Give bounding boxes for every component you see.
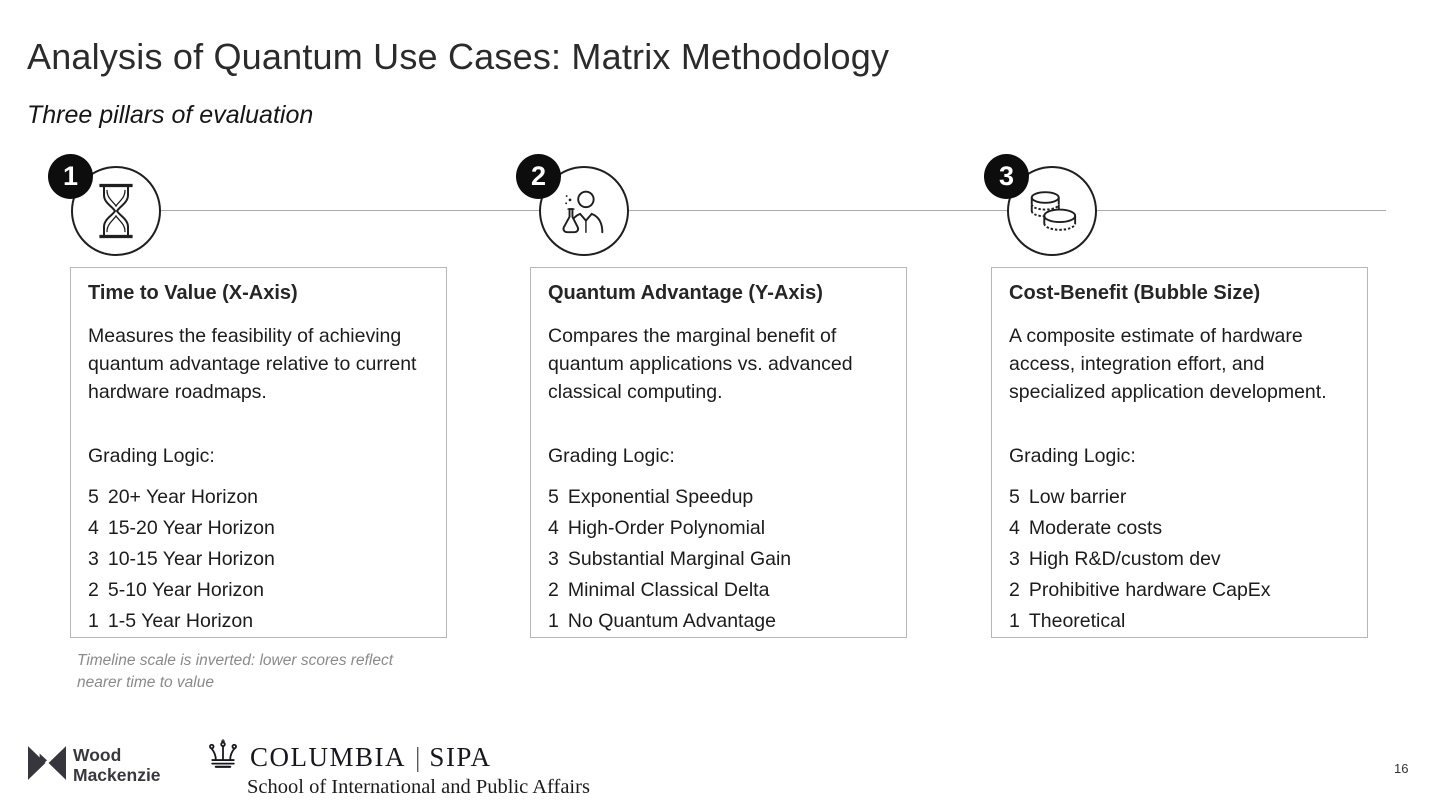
page-subtitle: Three pillars of evaluation xyxy=(27,101,314,129)
grading-score: 4 xyxy=(88,517,99,539)
grading-label: No Quantum Advantage xyxy=(567,610,776,632)
grading-item: 5 Exponential Speedup xyxy=(548,482,890,513)
grading-item: 5 20+ Year Horizon xyxy=(88,482,430,513)
pillar-1-head: 1 xyxy=(48,154,161,256)
grading-item: 2 5-10 Year Horizon xyxy=(88,575,430,606)
grading-item: 3 Substantial Marginal Gain xyxy=(548,544,890,575)
grading-logic-heading: Grading Logic: xyxy=(88,445,215,467)
grading-item: 2 Prohibitive hardware CapEx xyxy=(1009,575,1351,606)
grading-list: 5 Exponential Speedup 4 High-Order Polynomi… xyxy=(548,482,890,637)
sipa-wordmark: SIPA xyxy=(429,742,492,772)
columbia-sipa-divider: | xyxy=(415,742,421,772)
grading-score: 3 xyxy=(88,548,99,570)
grading-label: 15-20 Year Horizon xyxy=(107,517,275,539)
grading-label: 1-5 Year Horizon xyxy=(107,610,254,632)
pillar-heading: Cost-Benefit (Bubble Size) xyxy=(1009,282,1261,304)
grading-list: 5 Low barrier 4 Moderate costs 3 High R&D/cus… xyxy=(1009,482,1351,637)
pillar-card-quantum-advantage: Quantum Advantage (Y-Axis) Compares the … xyxy=(530,267,907,638)
page-title: Analysis of Quantum Use Cases: Matrix Me… xyxy=(27,36,890,77)
grading-score: 5 xyxy=(88,486,99,508)
grading-score: 4 xyxy=(548,517,559,539)
pillar-3-number-badge: 3 xyxy=(984,154,1029,199)
woodmac-word-2: Mackenzie xyxy=(73,765,161,785)
grading-label: 10-15 Year Horizon xyxy=(107,548,275,570)
grading-logic-heading: Grading Logic: xyxy=(548,445,675,467)
woodmac-logo-mark-icon xyxy=(28,743,66,785)
grading-score: 2 xyxy=(88,579,99,601)
pillar-heading: Quantum Advantage (Y-Axis) xyxy=(548,282,823,304)
grading-item: 2 Minimal Classical Delta xyxy=(548,575,890,606)
grading-score: 3 xyxy=(1009,548,1020,570)
woodmac-logo: Wood Mackenzie xyxy=(28,743,161,785)
grading-logic-heading: Grading Logic: xyxy=(1009,445,1136,467)
pillar-description: Compares the marginal benefit of quantum… xyxy=(548,325,853,403)
grading-score: 3 xyxy=(548,548,559,570)
pillar-2-number: 2 xyxy=(530,161,547,191)
grading-list: 5 20+ Year Horizon 4 15-20 Year Horizon 3 10-… xyxy=(88,482,430,637)
pillar-1-number-badge: 1 xyxy=(48,154,93,199)
grading-label: Theoretical xyxy=(1028,610,1126,632)
pillar-card-cost-benefit: Cost-Benefit (Bubble Size) A composite e… xyxy=(991,267,1368,638)
grading-label: Moderate costs xyxy=(1028,517,1163,539)
grading-item: 4 Moderate costs xyxy=(1009,513,1351,544)
woodmac-word-1: Wood xyxy=(73,745,122,765)
columbia-crown-icon xyxy=(205,738,241,774)
pillar-connector-line xyxy=(115,210,1386,211)
grading-label: High-Order Polynomial xyxy=(567,517,766,539)
grading-item: 4 High-Order Polynomial xyxy=(548,513,890,544)
columbia-school-name: School of International and Public Affai… xyxy=(247,776,590,798)
grading-item: 4 15-20 Year Horizon xyxy=(88,513,430,544)
grading-label: Substantial Marginal Gain xyxy=(567,548,792,570)
grading-label: Low barrier xyxy=(1028,486,1127,508)
grading-score: 5 xyxy=(1009,486,1020,508)
grading-label: Exponential Speedup xyxy=(567,486,754,508)
grading-item: 3 10-15 Year Horizon xyxy=(88,544,430,575)
footnote: Timeline scale is inverted: lower scores… xyxy=(77,652,394,691)
grading-label: High R&D/custom dev xyxy=(1028,548,1221,570)
grading-score: 5 xyxy=(548,486,559,508)
grading-item: 3 High R&D/custom dev xyxy=(1009,544,1351,575)
grading-score: 2 xyxy=(1009,579,1020,601)
pillar-1-number: 1 xyxy=(62,161,79,191)
pillar-description: A composite estimate of hardware access,… xyxy=(1009,325,1327,403)
grading-label: 20+ Year Horizon xyxy=(107,486,259,508)
grading-label: 5-10 Year Horizon xyxy=(107,579,264,601)
grading-item: 1 No Quantum Advantage xyxy=(548,606,890,637)
grading-score: 4 xyxy=(1009,517,1020,539)
pillar-2-number-badge: 2 xyxy=(516,154,561,199)
columbia-sipa-logo: COLUMBIA | SIPA School of International … xyxy=(205,738,590,800)
pillar-heading: Time to Value (X-Axis) xyxy=(88,282,298,304)
pillar-description: Measures the feasibility of achieving qu… xyxy=(88,325,417,403)
page-number: 16 xyxy=(1394,761,1409,776)
grading-score: 1 xyxy=(548,610,559,632)
pillar-3-head: 3 xyxy=(984,154,1097,256)
pillar-2-head: 2 xyxy=(516,154,629,256)
columbia-wordmark: COLUMBIA xyxy=(250,742,407,772)
grading-item: 5 Low barrier xyxy=(1009,482,1351,513)
grading-label: Minimal Classical Delta xyxy=(567,579,770,601)
pillar-3-number: 3 xyxy=(998,161,1015,191)
woodmac-logo-text: Wood Mackenzie xyxy=(73,743,161,785)
pillar-card-time-to-value: Time to Value (X-Axis) Measures the feas… xyxy=(70,267,447,638)
grading-score: 1 xyxy=(88,610,99,632)
grading-item: 1 Theoretical xyxy=(1009,606,1351,637)
grading-item: 1 1-5 Year Horizon xyxy=(88,606,430,637)
grading-score: 2 xyxy=(548,579,559,601)
grading-label: Prohibitive hardware CapEx xyxy=(1028,579,1271,601)
grading-score: 1 xyxy=(1009,610,1020,632)
